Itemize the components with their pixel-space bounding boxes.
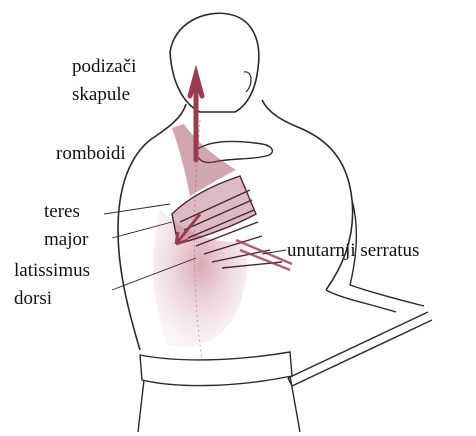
ear-outline <box>244 72 251 92</box>
label-teres-major-1: teres <box>44 201 80 223</box>
waistband <box>140 352 292 386</box>
label-rhomboids: romboidi <box>56 143 126 165</box>
label-serratus: unutarnji serratus <box>287 240 419 262</box>
label-levator-scapulae-1: podizači <box>72 56 136 78</box>
label-latissimus-dorsi-2: dorsi <box>14 288 52 310</box>
bar <box>288 312 432 386</box>
label-latissimus-dorsi-1: latissimus <box>14 260 90 282</box>
label-levator-scapulae-2: skapule <box>72 84 130 106</box>
head-outline <box>170 13 259 112</box>
label-teres-major-2: major <box>44 229 88 251</box>
